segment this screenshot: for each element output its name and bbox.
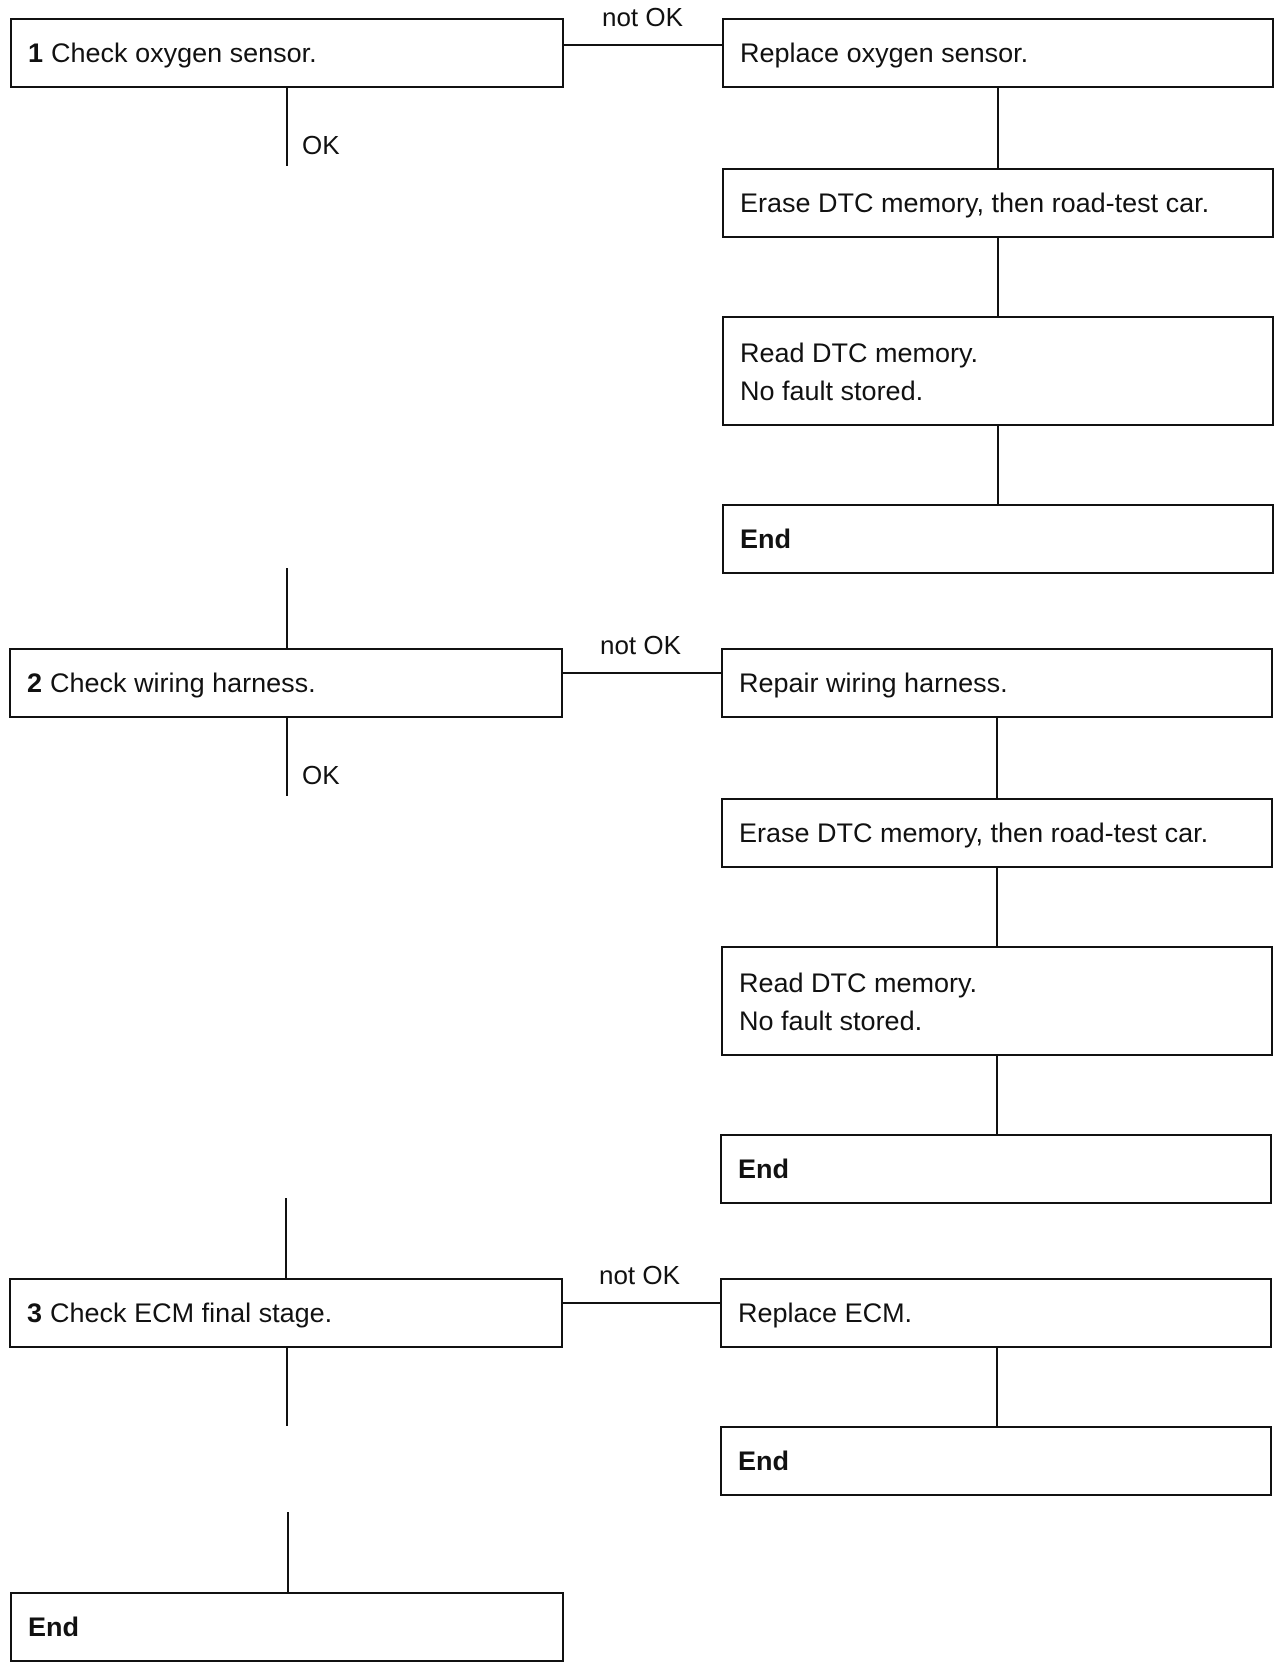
connector bbox=[996, 718, 998, 798]
connector bbox=[996, 1056, 998, 1134]
end-text: End bbox=[740, 524, 791, 554]
step-number: 1 bbox=[28, 38, 44, 68]
step-text: Check ECM final stage. bbox=[50, 1298, 333, 1328]
end-text: End bbox=[738, 1154, 789, 1184]
action-erase-dtc-road-test: Erase DTC memory, then road-test car. bbox=[722, 168, 1274, 238]
end-box: End bbox=[720, 1426, 1272, 1496]
action-text: Erase DTC memory, then road-test car. bbox=[739, 818, 1209, 848]
action-text: Repair wiring harness. bbox=[739, 668, 1008, 698]
label-not-ok: not OK bbox=[602, 2, 683, 32]
action-replace-ecm: Replace ECM. bbox=[720, 1278, 1272, 1348]
step-3-check-ecm-final-stage: 3 Check ECM final stage. bbox=[9, 1278, 563, 1348]
step-text: Check wiring harness. bbox=[50, 668, 316, 698]
connector bbox=[997, 88, 999, 168]
end-text: End bbox=[738, 1446, 789, 1476]
label-not-ok: not OK bbox=[600, 630, 681, 660]
action-text-line2: No fault stored. bbox=[740, 376, 924, 406]
action-text-line1: Read DTC memory. bbox=[740, 338, 979, 368]
connector-step3-not-ok bbox=[563, 1302, 721, 1304]
action-text-line2: No fault stored. bbox=[739, 1006, 923, 1036]
action-text-line1: Read DTC memory. bbox=[739, 968, 978, 998]
connector bbox=[997, 426, 999, 504]
end-text: End bbox=[28, 1612, 79, 1642]
action-text: Replace oxygen sensor. bbox=[740, 38, 1029, 68]
connector-to-step2 bbox=[286, 568, 288, 648]
action-read-dtc-memory: Read DTC memory. No fault stored. bbox=[721, 946, 1273, 1056]
end-box: End bbox=[722, 504, 1274, 574]
step-1-check-oxygen-sensor: 1 Check oxygen sensor. bbox=[10, 18, 564, 88]
final-end-box: End bbox=[10, 1592, 564, 1662]
action-text: Erase DTC memory, then road-test car. bbox=[740, 188, 1210, 218]
step-number: 3 bbox=[27, 1298, 43, 1328]
label-ok: OK bbox=[302, 130, 340, 160]
action-read-dtc-memory: Read DTC memory. No fault stored. bbox=[722, 316, 1274, 426]
connector-step1-not-ok bbox=[564, 44, 722, 46]
connector bbox=[996, 1348, 998, 1426]
connector-step1-ok bbox=[286, 88, 288, 166]
connector bbox=[996, 868, 998, 946]
action-repair-wiring-harness: Repair wiring harness. bbox=[721, 648, 1273, 718]
action-replace-oxygen-sensor: Replace oxygen sensor. bbox=[722, 18, 1274, 88]
connector-to-step3 bbox=[285, 1198, 287, 1278]
label-ok: OK bbox=[302, 760, 340, 790]
connector-step2-ok bbox=[286, 718, 288, 796]
connector bbox=[997, 238, 999, 316]
step-text: Check oxygen sensor. bbox=[51, 38, 317, 68]
connector-to-final-end bbox=[287, 1512, 289, 1592]
step-2-check-wiring-harness: 2 Check wiring harness. bbox=[9, 648, 563, 718]
connector-step3-ok bbox=[286, 1348, 288, 1426]
end-box: End bbox=[720, 1134, 1272, 1204]
action-erase-dtc-road-test: Erase DTC memory, then road-test car. bbox=[721, 798, 1273, 868]
connector-step2-not-ok bbox=[563, 672, 721, 674]
action-text: Replace ECM. bbox=[738, 1298, 913, 1328]
label-not-ok: not OK bbox=[599, 1260, 680, 1290]
step-number: 2 bbox=[27, 668, 43, 698]
